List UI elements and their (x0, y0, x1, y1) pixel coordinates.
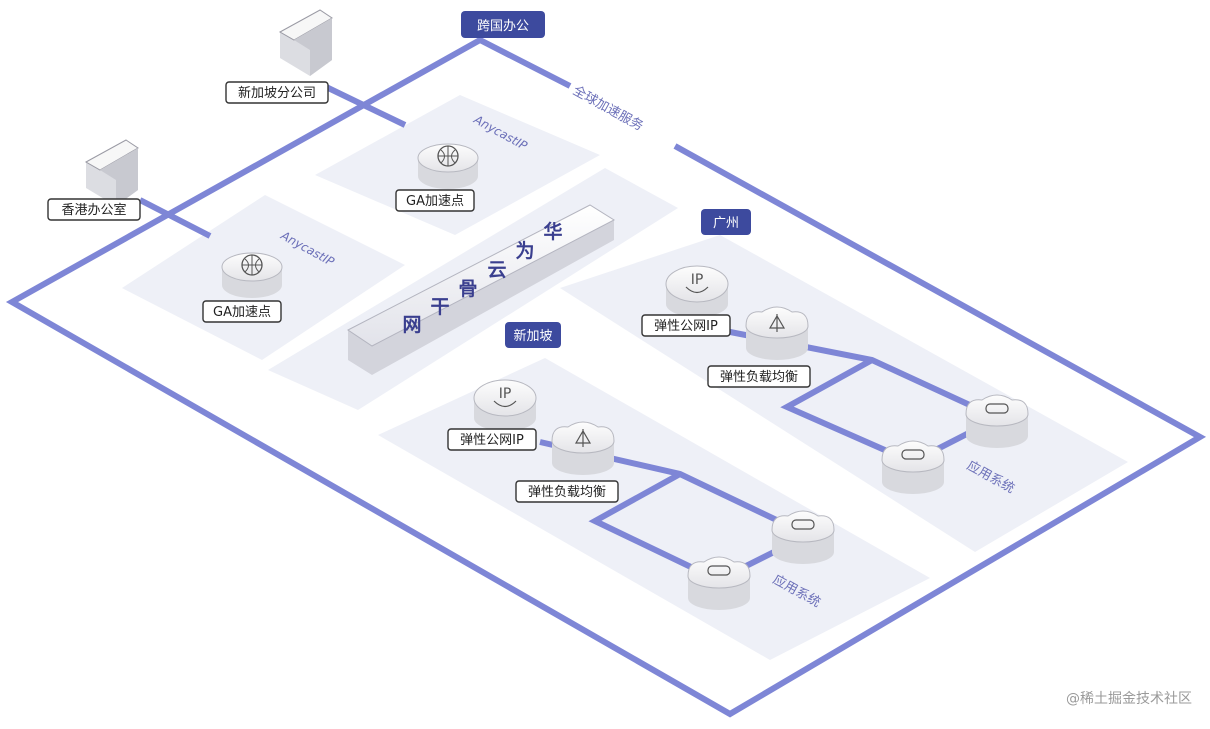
app-server-icon-singapore-2 (687, 556, 751, 610)
hongkong-office-link (138, 197, 212, 239)
watermark: @稀土掘金技术社区 (1066, 691, 1192, 707)
hongkong-office-label: 香港办公室 (61, 202, 126, 218)
elb-icon-guangzhou (745, 306, 809, 360)
eip-label-singapore: 弹性公网IP (460, 433, 524, 448)
eip-icon-guangzhou: IP (665, 265, 729, 317)
tag-cross-border-office: 跨国办公 (477, 19, 529, 34)
backbone-network-bar (347, 204, 616, 375)
singapore-branch-label: 新加坡分公司 (238, 85, 316, 101)
global-service-border (5, 36, 1207, 718)
elb-label-guangzhou: 弹性负载均衡 (720, 370, 798, 385)
backbone-char-1: 华 (543, 220, 562, 243)
global-service-label: 全球加速服务 (570, 83, 646, 135)
ga-accelerator-icon-singapore (417, 143, 479, 189)
ga-point-label-singapore: GA加速点 (406, 194, 464, 209)
eip-label-guangzhou: 弹性公网IP (654, 319, 718, 334)
svg-text:IP: IP (499, 386, 512, 402)
app-server-icon-guangzhou-1 (965, 394, 1029, 448)
app-server-icon-singapore-1 (771, 510, 835, 564)
ga-point-label-hongkong: GA加速点 (213, 305, 271, 320)
backbone-char-2: 为 (515, 239, 534, 262)
elb-label-singapore: 弹性负载均衡 (528, 485, 606, 500)
building-icon-singapore (278, 9, 333, 76)
ga-accelerator-icon-hongkong (221, 252, 283, 298)
singapore-link-loop (539, 439, 815, 584)
svg-text:IP: IP (691, 272, 704, 288)
app-server-icon-guangzhou-2 (881, 440, 945, 494)
backbone-char-5: 干 (430, 296, 449, 318)
elb-icon-singapore (551, 421, 615, 475)
backbone-char-3: 云 (487, 259, 506, 281)
backbone-char-6: 网 (402, 314, 421, 336)
backbone-char-4: 骨 (458, 278, 477, 300)
eip-icon-singapore: IP (473, 379, 537, 431)
tag-guangzhou: 广州 (713, 216, 739, 231)
guangzhou-link-loop (719, 327, 1005, 466)
singapore-office-link (318, 81, 407, 128)
tag-singapore: 新加坡 (513, 328, 552, 344)
building-icon-hongkong (84, 139, 139, 206)
